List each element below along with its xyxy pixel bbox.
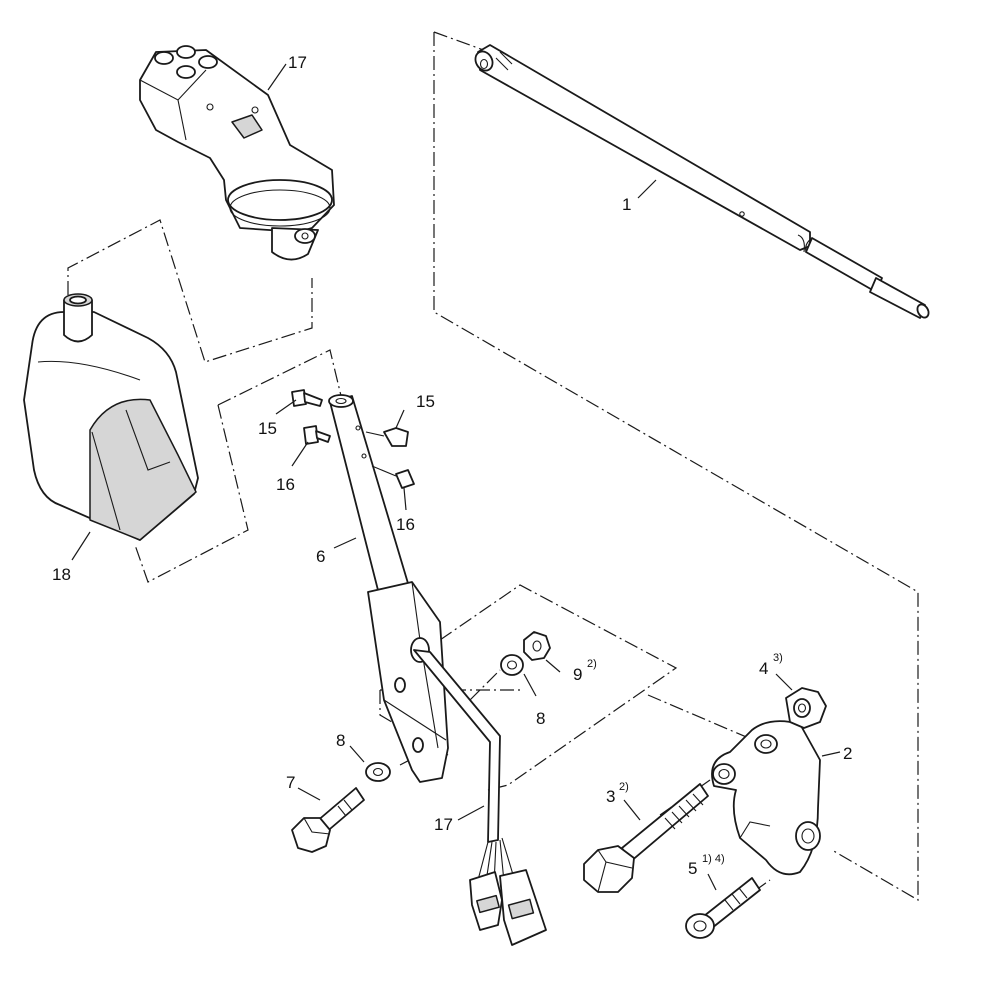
screw-part-16b	[371, 465, 415, 489]
callout-3: 3	[606, 787, 615, 806]
joystick-grip-part-17	[139, 45, 335, 261]
clamp-part-2	[711, 720, 821, 876]
washer-part-8b	[500, 654, 524, 676]
callout-3-note: 2)	[619, 781, 629, 793]
callout-16a: 16	[276, 475, 295, 494]
bolt-part-3	[583, 783, 709, 893]
nut-part-4	[785, 687, 827, 729]
nut-part-9	[523, 631, 551, 661]
callout-5-note: 1) 4)	[702, 853, 725, 865]
callout-6: 6	[316, 547, 325, 566]
callout-2: 2	[843, 744, 852, 763]
cover-boot-part-18	[23, 293, 199, 541]
lever-part-6	[328, 394, 449, 783]
callout-17b: 17	[434, 815, 453, 834]
bolt-part-5	[685, 877, 761, 939]
leader-lines	[71, 63, 841, 891]
screw-part-15a	[291, 389, 323, 407]
callout-16b: 16	[396, 515, 415, 534]
washer-part-8a	[365, 762, 391, 782]
screw-part-16a	[303, 425, 331, 445]
callout-15b: 15	[416, 392, 435, 411]
callout-8b: 8	[536, 709, 545, 728]
shaft-part-1	[474, 44, 930, 319]
callout-9-note: 2)	[587, 658, 597, 670]
callout-1: 1	[622, 195, 631, 214]
screw-part-15b	[365, 427, 409, 447]
callout-18: 18	[52, 565, 71, 584]
callout-7: 7	[286, 773, 295, 792]
callout-4-note: 3)	[773, 652, 783, 664]
callout-8a: 8	[336, 731, 345, 750]
callout-15a: 15	[258, 419, 277, 438]
wire-harness-part-17	[413, 649, 547, 946]
callout-4: 4	[759, 659, 768, 678]
callout-labels: 1 2 3 2) 4 3) 5 1) 4) 6 7 8 8 9 2) 15 15…	[52, 53, 852, 878]
bolt-part-7	[291, 787, 365, 853]
callout-9: 9	[573, 665, 582, 684]
callout-5: 5	[688, 859, 697, 878]
callout-17a: 17	[288, 53, 307, 72]
